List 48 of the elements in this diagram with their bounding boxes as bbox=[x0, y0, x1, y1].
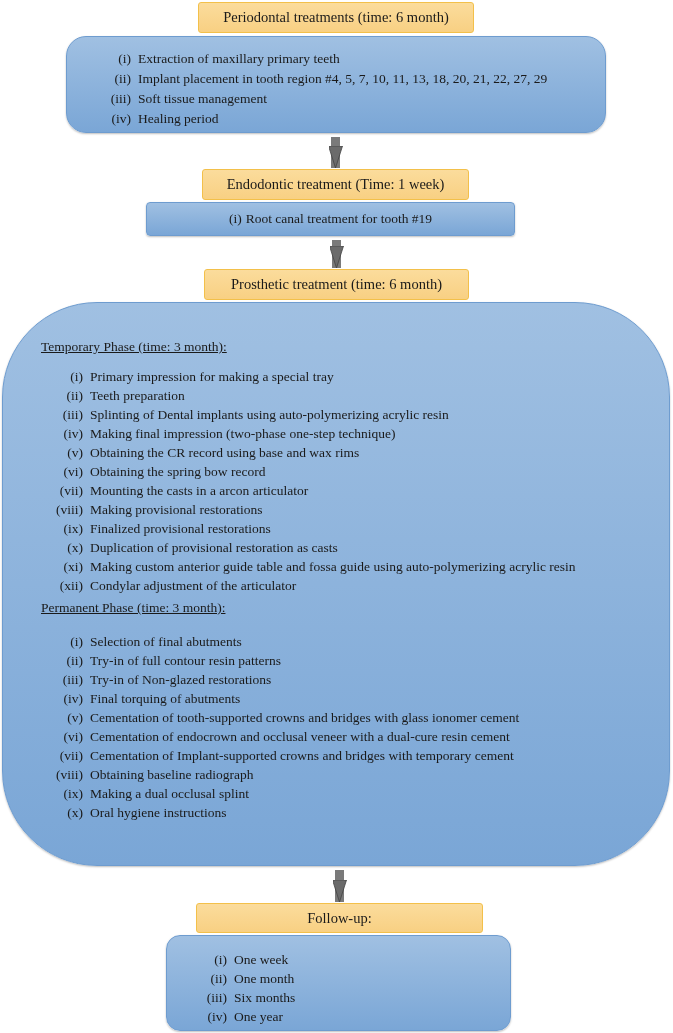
phase-heading: Temporary Phase (time: 3 month): bbox=[41, 338, 227, 356]
list-item: (i) Root canal treatment for tooth #19 bbox=[228, 210, 433, 228]
list-item: (viii) Obtaining baseline radiograph bbox=[55, 766, 254, 784]
list-item: (i) Extraction of maxillary primary teeth bbox=[117, 50, 340, 68]
down-arrow bbox=[329, 240, 344, 269]
list-item: (ix) Making a dual occlusal splint bbox=[62, 785, 249, 803]
list-item: (iv) Making final impression (two-phase one-step technique) bbox=[62, 425, 396, 443]
phase-header-box bbox=[204, 269, 469, 300]
phase-header-box bbox=[198, 2, 474, 33]
list-item: (ii) Implant placement in tooth region #4, 5, 7, 10, 11, 13, 18, 20, 21, 22, 27, 29 bbox=[113, 70, 548, 88]
list-item: (v) Cementation of tooth-supported crowns and bridges with glass ionomer cement bbox=[66, 709, 520, 727]
list-item: (xii) Condylar adjustment of the articulator bbox=[58, 577, 297, 595]
phase-title: Periodontal treatments (time: 6 month) bbox=[223, 9, 449, 26]
list-item: (i) Primary impression for making a special tray bbox=[69, 368, 334, 386]
phase-title: Follow-up: bbox=[307, 909, 372, 927]
list-item: (iv) One year bbox=[206, 1008, 284, 1026]
step-list-box bbox=[66, 36, 606, 133]
list-item: (v) Obtaining the CR record using base and wax rims bbox=[66, 444, 360, 462]
phase-header-box bbox=[202, 169, 469, 200]
list-item: (iii) Six months bbox=[205, 989, 296, 1007]
list-item: (xi) Making custom anterior guide table and fossa guide using auto-polymerizing acrylic resin bbox=[62, 558, 576, 576]
list-item: (viii) Making provisional restorations bbox=[55, 501, 263, 519]
list-item: (iv) Final torquing of abutments bbox=[62, 690, 241, 708]
step-list-box bbox=[166, 935, 511, 1031]
list-item: (vii) Cementation of Implant-supported crowns and bridges with temporary cement bbox=[58, 747, 514, 765]
list-item: (ii) Teeth preparation bbox=[65, 387, 185, 405]
list-item: (vi) Cementation of endocrown and occlusal veneer with a dual-cure resin cement bbox=[62, 728, 510, 746]
list-item: (vi) Obtaining the spring bow record bbox=[62, 463, 266, 481]
list-item: (ii) One month bbox=[209, 970, 295, 988]
down-arrow bbox=[332, 870, 347, 903]
list-item: (x) Duplication of provisional restoration as casts bbox=[66, 539, 338, 557]
down-arrow bbox=[328, 137, 343, 169]
list-item: (iv) Healing period bbox=[110, 110, 219, 128]
list-item: (iii) Try-in of Non-glazed restorations bbox=[61, 671, 272, 689]
list-item: (iii) Soft tissue management bbox=[109, 90, 267, 108]
phase-title: Endodontic treatment (Time: 1 week) bbox=[226, 176, 445, 193]
list-item: (i) Selection of final abutments bbox=[69, 633, 242, 651]
step-list-box bbox=[2, 302, 670, 866]
list-item: (ix) Finalized provisional restorations bbox=[62, 520, 271, 538]
phase-title: Prosthetic treatment (time: 6 month) bbox=[231, 276, 442, 293]
list-item: (ii) Try-in of full contour resin patterns bbox=[65, 652, 282, 670]
list-item: (iii) Splinting of Dental implants using auto-polymerizing acrylic resin bbox=[61, 406, 449, 424]
list-item: (i) One week bbox=[213, 951, 289, 969]
phase-heading: Permanent Phase (time: 3 month): bbox=[41, 599, 226, 617]
step-list-box bbox=[146, 202, 515, 236]
phase-header-box bbox=[196, 903, 483, 933]
list-item: (x) Oral hygiene instructions bbox=[66, 804, 227, 822]
list-item: (vii) Mounting the casts in a arcon articulator bbox=[58, 482, 309, 500]
